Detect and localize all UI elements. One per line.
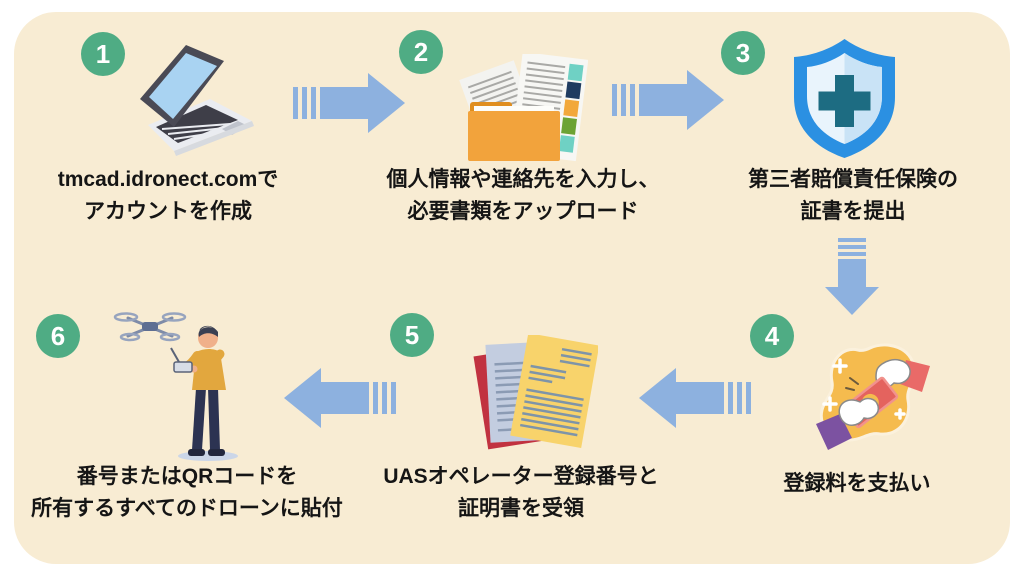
step-5-number-badge: 5 <box>390 313 434 357</box>
step-number: 4 <box>764 320 780 351</box>
step-3-caption: 第三者賠償責任保険の 証書を提出 <box>748 168 958 223</box>
arrow-left-icon <box>639 368 751 428</box>
step-3-number-badge: 3 <box>721 31 765 75</box>
step-4-number-badge: 4 <box>750 314 794 358</box>
step-6-number-badge: 6 <box>36 314 80 358</box>
arrow-step3-to-step4 <box>824 238 880 316</box>
step-4-caption: 登録料を支払い <box>783 472 931 495</box>
laptop-icon <box>140 45 254 156</box>
insurance-shield-icon <box>794 39 895 158</box>
step-5-caption: UASオペレーター登録番号と 証明書を受領 <box>383 465 659 520</box>
arrow-step5-to-step6 <box>282 366 396 430</box>
step-number: 3 <box>735 37 751 68</box>
step-number: 6 <box>50 320 66 351</box>
step-number: 5 <box>404 319 420 350</box>
step-2-number-badge: 2 <box>399 30 443 74</box>
step-2-caption: 個人情報や連絡先を入力し、 必要書類をアップロード <box>386 168 660 223</box>
arrow-step4-to-step5 <box>637 366 751 430</box>
certificate-documents-icon <box>473 335 598 450</box>
documents-folder-icon <box>459 54 588 162</box>
payment-hands-icon <box>816 343 930 450</box>
arrow-right-icon <box>293 73 405 133</box>
step-1-number-badge: 1 <box>81 32 125 76</box>
step-1-caption: tmcad.idronect.comで アカウントを作成 <box>57 168 279 223</box>
drone-pilot-icon <box>113 312 238 461</box>
step-number: 2 <box>413 36 429 67</box>
arrow-step1-to-step2 <box>293 71 407 135</box>
arrow-step2-to-step3 <box>612 68 726 132</box>
arrow-down-icon <box>825 238 879 315</box>
step-6-caption: 番号またはQRコードを 所有するすべてのドローンに貼付 <box>31 465 343 520</box>
step-number: 1 <box>95 38 111 69</box>
arrow-right-icon <box>612 70 724 130</box>
arrow-left-icon <box>284 368 396 428</box>
